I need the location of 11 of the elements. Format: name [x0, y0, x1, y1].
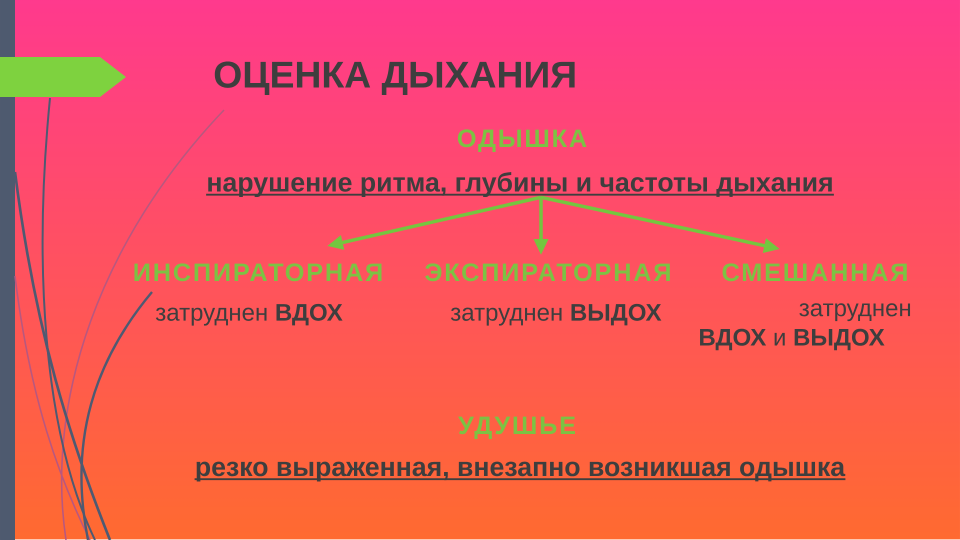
heading-text: УДУШЬЕ [458, 416, 575, 440]
underlined-text: резко выраженная, внезапно возникшая одышка [194, 462, 846, 482]
heading-text: СМЕШАННАЯ [722, 263, 907, 282]
heading-text: ИНСПИРАТОРНАЯ [134, 263, 382, 282]
body-text: затруднен ВДОХ [156, 304, 343, 326]
body-text: затруднен ВДОХ и ВЫДОХ [700, 303, 910, 350]
underlined-text: нарушение ритма, глубины и частоты дыхания [206, 172, 834, 198]
slide-title: ОЦЕНКА ДЫХАНИЯ [214, 61, 575, 95]
heading-text: ЭКСПИРАТОРНАЯ [425, 263, 670, 282]
body-text: затруднен ВЫДОХ [450, 304, 662, 326]
heading-text: ОДЫШКА [458, 129, 586, 152]
